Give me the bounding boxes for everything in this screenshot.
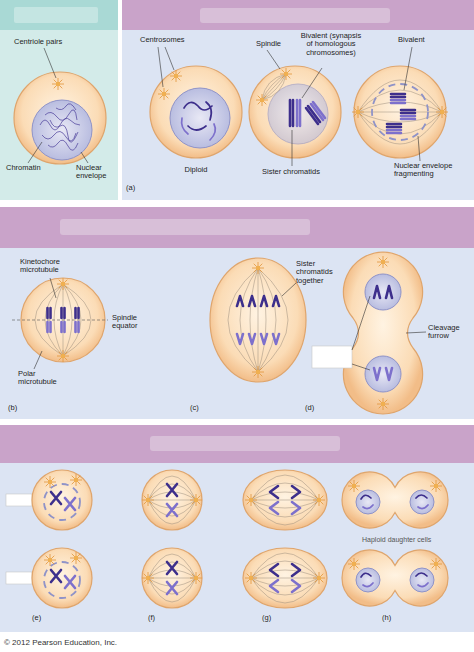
- illustration-part: [60, 219, 310, 235]
- illustration-part: [34, 278, 56, 369]
- illustration-part: [436, 106, 448, 118]
- illustration-part: [377, 398, 389, 410]
- illustration-part: [256, 94, 268, 106]
- callout-label: Centriole pairs: [14, 38, 84, 46]
- callout-label: Nuclear envelope: [76, 164, 116, 181]
- illustration-part: [6, 470, 448, 530]
- illustration-part: [170, 88, 230, 148]
- callout-label: (g): [262, 614, 282, 622]
- illustration-part: [182, 118, 216, 140]
- callout-label: (c): [190, 404, 210, 412]
- illustration-part: [249, 66, 341, 158]
- illustration-part: [228, 268, 288, 372]
- illustration-part: [377, 256, 389, 268]
- callout-label: Haploid daughter cells: [362, 536, 462, 544]
- illustration-part: [282, 283, 296, 296]
- callout-label: © 2012 Pearson Education, Inc.: [4, 639, 224, 648]
- illustration-part: [170, 70, 182, 82]
- illustration-part: [387, 100, 415, 133]
- illustration-part: [57, 350, 69, 362]
- callout-label: (d): [305, 404, 325, 412]
- illustration-part: [404, 47, 420, 161]
- illustration-part: [268, 84, 328, 144]
- illustration-part: [0, 425, 474, 632]
- illustration-part: [352, 296, 426, 370]
- illustration-part: [14, 7, 98, 23]
- illustration-part: [28, 48, 88, 163]
- callout-label: Polar microtubule: [18, 370, 68, 387]
- illustration-part: [122, 0, 474, 30]
- callout-label: (a): [126, 184, 146, 192]
- illustration-part: [0, 425, 474, 463]
- illustration-part: [267, 50, 322, 166]
- illustration-part: [184, 102, 212, 130]
- illustration-part: [52, 78, 64, 90]
- illustration-part: [252, 262, 264, 274]
- callout-label: Spindle equator: [112, 314, 152, 331]
- illustration-part: [358, 80, 442, 144]
- callout-label: (f): [148, 614, 168, 622]
- illustration-part: [150, 436, 340, 451]
- callout-label: Sister chromatids: [262, 168, 338, 176]
- illustration-part: [57, 278, 69, 290]
- illustration-part: [32, 100, 92, 160]
- illustration-part: [374, 286, 392, 298]
- callout-label: (h): [382, 614, 402, 622]
- illustration-part: [48, 322, 79, 332]
- illustration-part: [354, 66, 446, 158]
- callout-label: Kinetochore microtubule: [20, 258, 80, 275]
- illustration-part: [158, 88, 170, 100]
- illustration-part: [12, 320, 108, 321]
- illustration-part: [0, 207, 474, 248]
- illustration-part: [365, 356, 401, 392]
- illustration-part: [150, 66, 242, 158]
- callout-label: Centrosomes: [140, 36, 200, 44]
- callout-label: Bivalent (synapsis of homologous chromos…: [300, 32, 362, 57]
- illustration-part: [0, 207, 474, 419]
- callout-label: Spindle: [256, 40, 296, 48]
- callout-label: Cleavage furrow: [428, 324, 470, 341]
- callout-label: Sister chromatids together: [296, 260, 342, 285]
- illustration-part: [280, 68, 292, 80]
- illustration-part: [200, 8, 390, 23]
- callout-label: Nuclear envelope fragmenting: [394, 162, 464, 179]
- illustration-part: [237, 334, 279, 344]
- illustration-part: [372, 84, 428, 140]
- illustration-part: [0, 0, 118, 200]
- illustration-part: [297, 100, 325, 126]
- illustration-part: [312, 346, 352, 368]
- callout-label: Diploid: [176, 166, 216, 174]
- illustration-part: [14, 72, 106, 164]
- callout-label: (b): [8, 404, 28, 412]
- illustration-part: [252, 366, 264, 378]
- callout-label: (e): [32, 614, 52, 622]
- illustration-part: [0, 0, 118, 30]
- illustration-part: [365, 274, 401, 310]
- illustration-part: [237, 296, 279, 306]
- callout-label: Chromatin: [6, 164, 56, 172]
- illustration-part: [352, 106, 364, 118]
- callout-label: Bivalent: [398, 36, 442, 44]
- illustration-part: [158, 47, 174, 87]
- illustration-part: [374, 368, 392, 380]
- illustration-part: [6, 548, 448, 608]
- illustration-part: [122, 0, 474, 200]
- illustration-part: [48, 308, 79, 318]
- illustration-part: [40, 104, 80, 151]
- illustration-part: [210, 258, 306, 382]
